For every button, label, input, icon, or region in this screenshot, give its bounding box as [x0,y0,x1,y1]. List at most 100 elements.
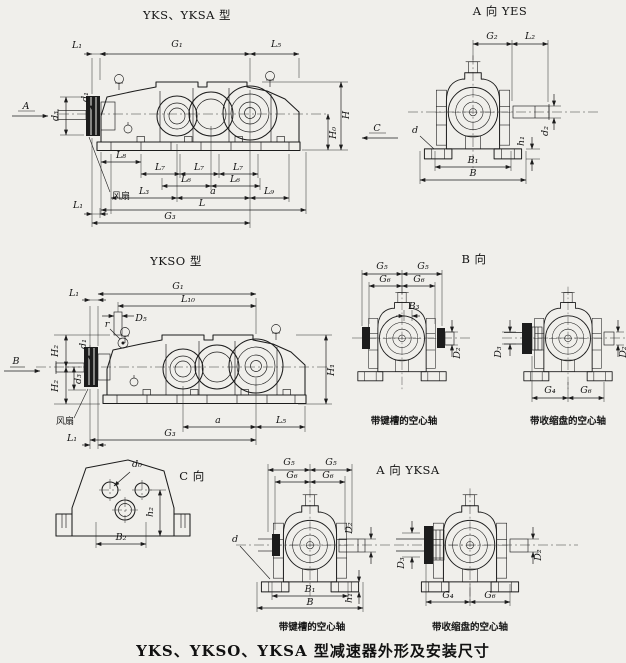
view-title: YKS、YKSA 型 [142,8,231,22]
dim-label-h1: h₁ [344,593,355,603]
dim-label-d3: d₃ [50,111,61,121]
dimension-lines [239,464,539,612]
dim-label-G3: G₃ [164,428,176,439]
object-lines [408,54,600,172]
dim-label-H2-upper: H₂ [50,345,61,358]
dim-label-L2: L₂ [524,31,535,42]
dim-label-L1-bottom: L₁ [72,200,83,211]
object-lines [352,286,626,393]
dim-label-H1: H₁ [326,364,337,377]
view-title: B 向 [461,252,486,266]
dimension-lines [419,40,561,184]
dim-label-G1: G₁ [171,39,182,50]
dim-label-D2: D₂ [452,347,463,360]
dim-label-G6: G₆ [580,385,592,396]
fan-label: 风扇 [56,415,74,427]
drawing-caption: YKS、YKSO、YKSA 型减速器外形及安装尺寸 [136,642,490,660]
shrink-disc [424,526,433,564]
view-a-yks-end: A 向 YES G₂ L₂ d h₁ d₂ B₁ B [408,4,600,184]
dimension-lines [12,51,398,228]
dimension-lines [95,471,166,548]
dim-label-G6: G₆ [484,590,496,601]
object-lines [57,70,328,152]
dim-label-B1: B₁ [467,155,479,166]
dim-label-G4: G₄ [544,385,556,396]
dim-label-G6: G₆ [286,470,298,481]
keyway-caption: 带键槽的空心轴 [371,415,438,427]
dim-label-G5: G₅ [325,457,337,468]
keyway-caption: 带键槽的空心轴 [279,621,346,633]
dim-label-h2: h₂ [145,507,156,517]
dim-label-B2: B₂ [115,532,127,543]
dim-label-G4: G₄ [442,590,454,601]
dim-label-L6: L₆ [180,174,191,185]
dim-label-L7: L₇ [232,162,243,173]
view-title: C 向 [179,469,204,483]
fan-label: 风扇 [112,190,130,202]
dim-label-B: B [469,168,477,179]
dim-label-L7: L₇ [154,162,165,173]
keyway-end-body [357,286,447,393]
view-arrow-b-label: B [12,356,20,367]
view-a-yksa: A 向 YKSA G₅ G₅ G₆ G₆ D₂ [232,457,578,633]
dim-label-L: L [198,198,205,209]
dim-label-d: d [412,125,418,136]
dim-label-L5: L₅ [270,39,281,50]
dim-label-L7: L₇ [193,162,204,173]
dim-label-L6: L₆ [229,174,240,185]
dim-label-G5: G₅ [376,261,388,272]
view-b-direction: B 向 G₅ G₅ G₆ G₆ B₃ D₂ D₃ D₂ G₄ G₆ 带键 [352,252,626,427]
dim-label-d1: d₁ [78,339,89,349]
dim-label-G6: G₆ [379,274,391,285]
dim-label-B3: B₃ [408,301,420,312]
dim-label-B1: B₁ [304,584,316,595]
dim-label-D2: D₂ [344,522,355,535]
view-c-direction: C 向 d₀ h₂ B₂ [55,459,204,548]
dim-label-G5: G₅ [283,457,295,468]
dim-label-L5: L₅ [275,415,286,426]
dim-label-d2: d₂ [540,126,551,136]
object-lines [236,487,578,605]
object-lines [36,311,334,405]
shrink-caption: 带收缩盘的空心轴 [432,621,509,633]
dim-label-d: d [232,534,238,545]
dim-label-a: a [210,186,216,197]
dim-label-D3: D₃ [493,346,504,359]
dim-label-H2-lower: H₂ [50,380,61,393]
dim-label-L8: L₈ [115,150,126,161]
view-title: A 向 YKSA [375,463,440,477]
dim-label-h1: h₁ [516,136,527,146]
fan-housing [84,347,98,387]
dim-label-D3: D₃ [396,557,407,570]
dim-label-H: H [341,110,352,120]
dim-label-L10: L₁₀ [180,294,195,305]
dim-label-d3: d₃ [73,374,84,384]
dim-label-H0: H₀ [328,127,339,140]
dim-label-d1: d₁ [80,92,91,102]
dim-label-L1-top: L₁ [71,40,82,51]
dim-label-G6: G₆ [322,470,334,481]
view-title: YKSO 型 [149,254,202,268]
dim-label-G5: G₅ [417,261,429,272]
dim-label-G6: G₆ [413,274,425,285]
dim-label-L1-bottom: L₁ [66,433,77,444]
dim-label-L3: L₃ [138,186,149,197]
view-ykso-side: YKSO 型 B L₁ G₁ L₁₀ D₅ r [4,254,337,449]
shrink-disc [522,323,532,354]
dimension-lines [4,291,332,449]
view-arrow-c-label: C [373,123,381,134]
dim-label-D5: D₅ [134,313,147,324]
dim-label-B: B [306,597,314,608]
dim-label-r: r [105,319,111,330]
reducer-end-body [423,54,523,172]
shrink-caption: 带收缩盘的空心轴 [530,415,607,427]
dim-label-G1: G₁ [172,281,183,292]
dim-label-D2: D₂ [533,549,544,562]
view-yks-yksa-side: YKS、YKSA 型 A C [12,8,398,228]
view-arrow-a-label: A [22,101,30,112]
dimension-lines [361,270,624,402]
dim-label-G2: G₂ [486,31,498,42]
dim-label-L1-top: L₁ [68,288,79,299]
dim-label-d0: d₀ [132,459,142,470]
